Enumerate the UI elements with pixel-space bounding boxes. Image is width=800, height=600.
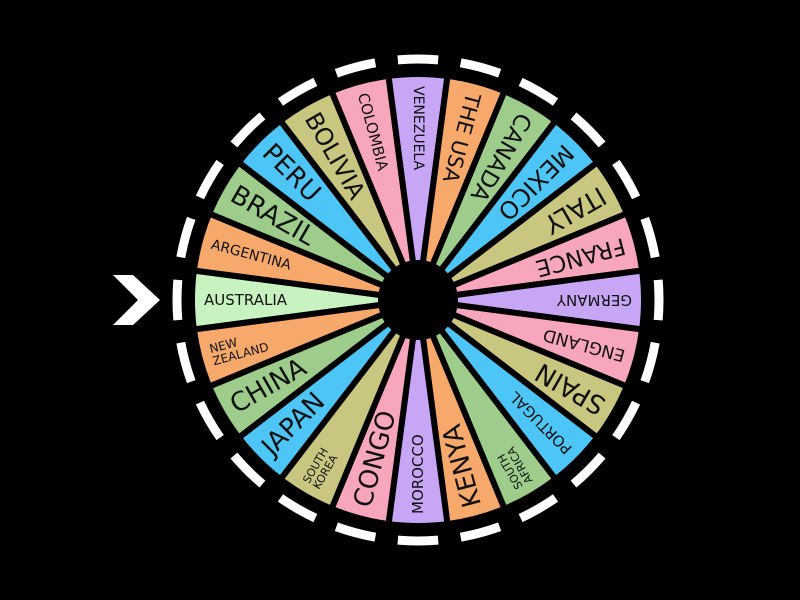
rim-dash	[172, 279, 183, 321]
rim-dash	[640, 216, 660, 259]
segment-label-line: AUSTRALIA	[204, 291, 288, 309]
rim-dash	[612, 400, 641, 441]
segment-label: VENEZUELA	[410, 86, 426, 171]
rim-dash	[518, 494, 559, 523]
wheel-dashed-rim	[172, 54, 664, 546]
rim-dash	[230, 112, 266, 148]
rim-dash	[334, 58, 377, 78]
rim-dash	[176, 341, 196, 384]
rim-dash	[612, 159, 641, 200]
rim-dash	[176, 216, 196, 259]
segment-wedge	[190, 297, 421, 390]
rim-dash	[195, 400, 224, 441]
rim-dash	[230, 452, 266, 488]
rim-dash	[334, 522, 377, 542]
rim-dash	[570, 112, 606, 148]
wheel-segment-new-zealand[interactable]: NEWZEALAND	[190, 297, 421, 390]
rim-dash	[640, 341, 660, 384]
chevron-right-icon	[113, 275, 160, 325]
segment-label: MOROCCO	[409, 434, 427, 514]
wheel-hub[interactable]	[378, 260, 458, 340]
rim-dash	[397, 54, 439, 65]
segment-label: AUSTRALIA	[204, 291, 288, 309]
rim-dash	[277, 77, 318, 106]
rim-dash	[459, 522, 502, 542]
rim-dash	[397, 535, 439, 546]
rim-dash	[459, 58, 502, 78]
rim-dash	[653, 279, 664, 321]
segment-label-line: VENEZUELA	[410, 86, 426, 171]
rim-dash	[570, 452, 606, 488]
rim-dash	[518, 77, 559, 106]
rim-dash	[195, 159, 224, 200]
segment-label: GERMANY	[556, 291, 632, 309]
segment-label-line: MOROCCO	[409, 434, 427, 514]
segment-label-line: GERMANY	[556, 291, 632, 309]
rim-dash	[277, 494, 318, 523]
